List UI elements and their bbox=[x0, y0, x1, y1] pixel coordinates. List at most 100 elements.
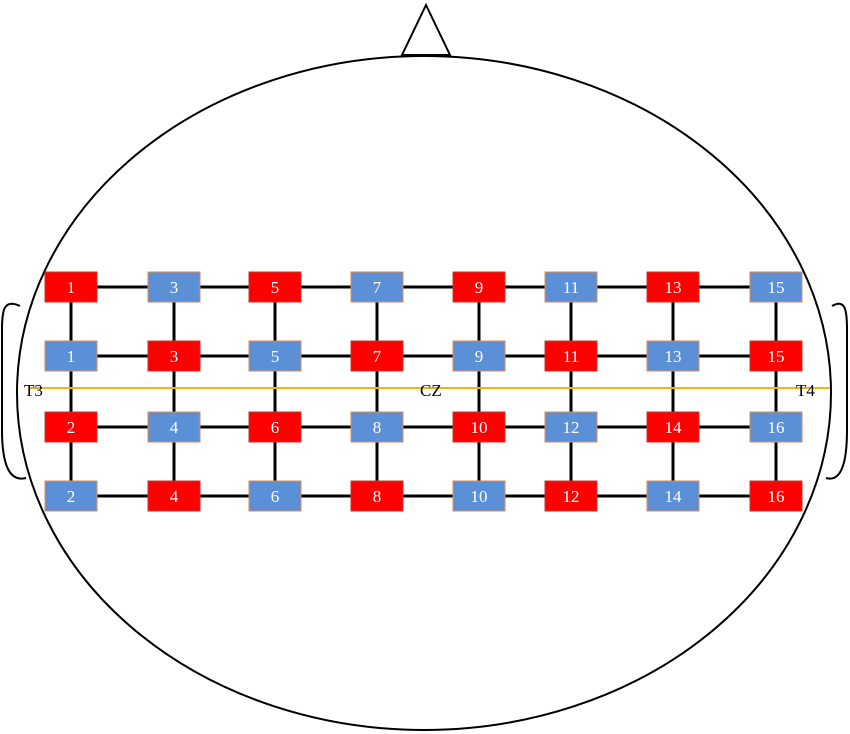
source-optode: 11 bbox=[544, 340, 598, 372]
landmark-t4: T4 bbox=[796, 381, 815, 400]
optode-box bbox=[350, 340, 404, 372]
optode-label: 5 bbox=[271, 278, 280, 297]
landmark-t3: T3 bbox=[24, 381, 43, 400]
optode-label: 1 bbox=[67, 278, 76, 297]
optode-label: 3 bbox=[170, 278, 179, 297]
optode-label: 9 bbox=[475, 347, 484, 366]
optode-label: 8 bbox=[373, 487, 382, 506]
optode-label: 7 bbox=[373, 278, 382, 297]
detector-optode: 12 bbox=[544, 411, 598, 443]
optode-box bbox=[350, 411, 404, 443]
source-optode: 4 bbox=[147, 480, 201, 512]
optode-box bbox=[147, 480, 201, 512]
optode-label: 5 bbox=[271, 347, 280, 366]
detector-optode: 9 bbox=[452, 340, 506, 372]
detector-optode: 4 bbox=[147, 411, 201, 443]
detector-optode: 16 bbox=[749, 411, 803, 443]
source-optode: 15 bbox=[749, 340, 803, 372]
optode-box bbox=[646, 340, 700, 372]
optode-label: 16 bbox=[768, 487, 785, 506]
optode-label: 1 bbox=[67, 347, 76, 366]
optode-label: 14 bbox=[665, 487, 683, 506]
optode-label: 15 bbox=[768, 347, 785, 366]
optode-label: 6 bbox=[271, 418, 280, 437]
optode-label: 10 bbox=[471, 487, 488, 506]
optode-label: 16 bbox=[768, 418, 785, 437]
head-outline bbox=[16, 55, 832, 731]
detector-optode: 10 bbox=[452, 480, 506, 512]
optode-box bbox=[452, 271, 506, 303]
optode-box bbox=[544, 411, 598, 443]
source-optode: 8 bbox=[350, 480, 404, 512]
optode-label: 6 bbox=[271, 487, 280, 506]
optode-box bbox=[350, 480, 404, 512]
source-optode: 16 bbox=[749, 480, 803, 512]
detector-optode: 13 bbox=[646, 340, 700, 372]
optode-box bbox=[248, 271, 302, 303]
optode-label: 2 bbox=[67, 487, 76, 506]
optode-box bbox=[544, 340, 598, 372]
detector-optode: 1 bbox=[44, 340, 98, 372]
detector-optode: 14 bbox=[646, 480, 700, 512]
optode-label: 3 bbox=[170, 347, 179, 366]
optode-label: 13 bbox=[665, 278, 682, 297]
detector-optode: 2 bbox=[44, 480, 98, 512]
source-optode: 1 bbox=[44, 271, 98, 303]
optode-label: 11 bbox=[563, 278, 579, 297]
optode-box bbox=[44, 480, 98, 512]
source-optode: 14 bbox=[646, 411, 700, 443]
detector-optode: 6 bbox=[248, 480, 302, 512]
optode-label: 11 bbox=[563, 347, 579, 366]
optode-label: 10 bbox=[471, 418, 488, 437]
source-optode: 7 bbox=[350, 340, 404, 372]
detector-optode: 7 bbox=[350, 271, 404, 303]
source-optode: 3 bbox=[147, 340, 201, 372]
optode-label: 7 bbox=[373, 347, 382, 366]
optode-label: 9 bbox=[475, 278, 484, 297]
optode-box bbox=[248, 480, 302, 512]
detector-optode: 5 bbox=[248, 340, 302, 372]
detector-optode: 8 bbox=[350, 411, 404, 443]
source-optode: 9 bbox=[452, 271, 506, 303]
optode-label: 12 bbox=[563, 418, 580, 437]
optode-label: 4 bbox=[170, 418, 179, 437]
optode-box bbox=[452, 480, 506, 512]
detector-optode: 3 bbox=[147, 271, 201, 303]
optode-box bbox=[44, 411, 98, 443]
optode-box bbox=[544, 271, 598, 303]
optode-box bbox=[452, 411, 506, 443]
optode-box bbox=[452, 340, 506, 372]
optode-box bbox=[749, 411, 803, 443]
source-optode: 13 bbox=[646, 271, 700, 303]
optode-box bbox=[44, 271, 98, 303]
right-ear-icon bbox=[825, 302, 848, 480]
source-optode: 10 bbox=[452, 411, 506, 443]
optode-box bbox=[248, 340, 302, 372]
optode-label: 2 bbox=[67, 418, 76, 437]
optode-box bbox=[147, 340, 201, 372]
optode-box bbox=[646, 271, 700, 303]
optode-label: 4 bbox=[170, 487, 179, 506]
optode-box bbox=[147, 271, 201, 303]
optode-box bbox=[749, 340, 803, 372]
nose-icon bbox=[400, 2, 452, 56]
detector-optode: 15 bbox=[749, 271, 803, 303]
source-optode: 6 bbox=[248, 411, 302, 443]
optode-label: 8 bbox=[373, 418, 382, 437]
optode-label: 15 bbox=[768, 278, 785, 297]
optode-label: 13 bbox=[665, 347, 682, 366]
source-optode: 2 bbox=[44, 411, 98, 443]
optode-box bbox=[544, 480, 598, 512]
source-optode: 12 bbox=[544, 480, 598, 512]
optode-box bbox=[44, 340, 98, 372]
optode-label: 14 bbox=[665, 418, 683, 437]
source-optode: 5 bbox=[248, 271, 302, 303]
optode-box bbox=[646, 411, 700, 443]
detector-optode: 11 bbox=[544, 271, 598, 303]
landmark-cz: CZ bbox=[420, 381, 442, 400]
optode-box bbox=[749, 480, 803, 512]
optode-box bbox=[749, 271, 803, 303]
